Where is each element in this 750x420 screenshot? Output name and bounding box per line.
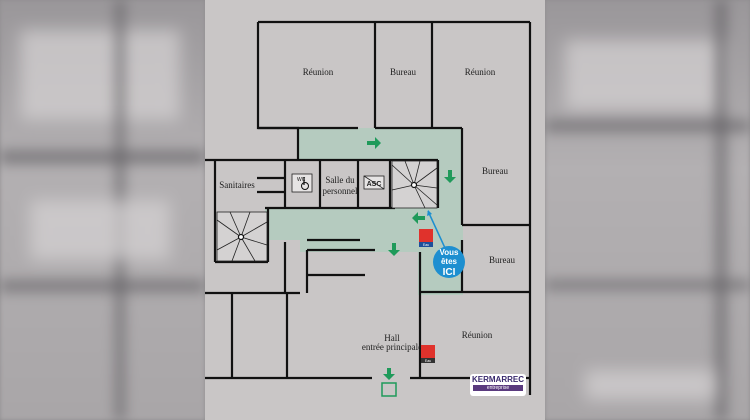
logo-tagline: entreprise [473, 385, 523, 391]
room-label-salle: personnel [323, 186, 358, 196]
staircase-left [216, 211, 268, 262]
svg-text:Eau: Eau [423, 243, 429, 247]
logo-name: KERMARREC [472, 375, 524, 384]
you-are-here-marker-icon: Vous êtes ICI [427, 210, 465, 278]
green-arrow-icon [367, 137, 456, 397]
fire-extinguisher-icon: Eau [419, 229, 433, 247]
room-label-hall: Hall [384, 333, 400, 343]
room-label-bureau: Bureau [482, 166, 508, 176]
blurred-right-background [545, 0, 750, 420]
svg-text:Eau: Eau [425, 359, 431, 363]
staircase-right [391, 160, 438, 209]
elevator-icon: ASC [363, 175, 385, 190]
svg-text:ASC: ASC [367, 181, 382, 188]
room-label-hall: entrée principale [362, 342, 422, 352]
room-label-salle: Salle du [325, 175, 355, 185]
room-label-bureau: Bureau [489, 255, 515, 265]
room-label-reunion: Réunion [462, 330, 493, 340]
room-label-reunion: Réunion [465, 67, 496, 77]
svg-text:Vous: Vous [440, 248, 460, 257]
emergency-exit-icon [381, 382, 397, 397]
svg-text:êtes: êtes [441, 257, 458, 266]
kermarrec-logo: KERMARREC entreprise [470, 374, 526, 396]
wheelchair-icon: WC [291, 173, 313, 193]
fire-extinguisher-icon: Eau [421, 345, 435, 363]
room-label-bureau: Bureau [390, 67, 416, 77]
svg-text:WC: WC [297, 177, 306, 183]
svg-text:ICI: ICI [443, 267, 456, 278]
room-label-reunion: Réunion [303, 67, 334, 77]
blurred-left-background [0, 0, 205, 420]
room-label-sanitaires: Sanitaires [219, 180, 255, 190]
